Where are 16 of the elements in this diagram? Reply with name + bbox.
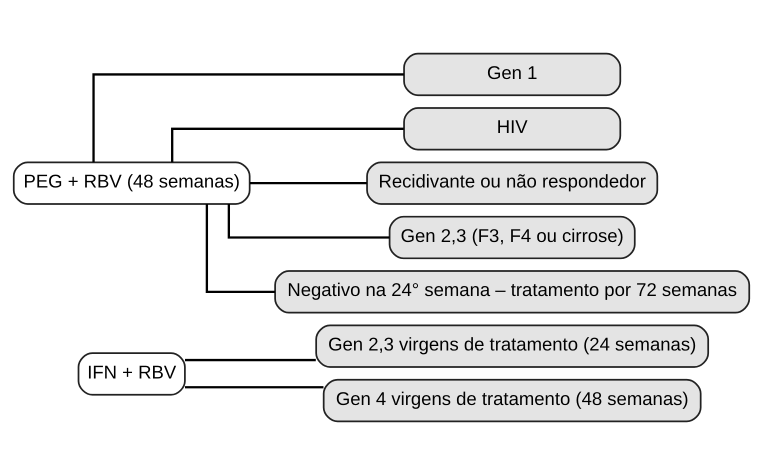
node-box: HIV: [402, 106, 621, 150]
node-box: Gen 2,3 virgens de tratamento (24 semanas): [314, 324, 709, 368]
connector: [250, 181, 366, 184]
node-box: PEG + RBV (48 semanas): [12, 160, 250, 204]
node-box: Gen 4 virgens de tratamento (48 semanas): [322, 378, 702, 422]
connector: [184, 386, 323, 388]
connector: [205, 204, 275, 293]
connector: [184, 358, 316, 361]
connector: [170, 127, 404, 162]
node-box: Gen 1: [402, 52, 621, 96]
node-box: Recidivante ou não respondedor: [366, 160, 658, 204]
node-box: Negativo na 24° semana – tratamento por 72 semanas: [274, 270, 750, 314]
connector: [92, 72, 404, 162]
connector: [227, 204, 390, 238]
node-box: Gen 2,3 (F3, F4 ou cirrose): [388, 215, 636, 259]
node-box: IFN + RBV: [77, 352, 186, 396]
